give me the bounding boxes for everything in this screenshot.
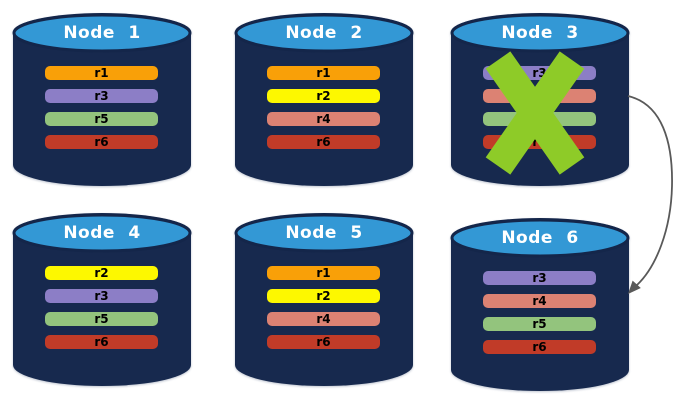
replica-bar: r5 [483, 317, 596, 331]
replica-bar: r5 [483, 112, 596, 126]
node-title: Node 3 [501, 23, 579, 43]
replica-bar: r6 [267, 335, 380, 349]
cylinder-top [234, 213, 414, 253]
replica-bar: r1 [45, 66, 158, 80]
replica-bar: r5 [45, 112, 158, 126]
cylinder-top [450, 13, 630, 53]
replica-bar: r2 [267, 289, 380, 303]
replica-bar: r6 [45, 135, 158, 149]
replica-bar: r1 [267, 66, 380, 80]
node-6: Node 6 r3 r4 r5 r6 [449, 217, 631, 393]
cylinder-top [12, 213, 192, 253]
replica-bar: r6 [483, 340, 596, 354]
cylinder-top [12, 13, 192, 53]
replica-bar: r3 [45, 89, 158, 103]
replica-bar: r3 [483, 66, 596, 80]
node-2: Node 2 r1 r2 r4 r6 [233, 12, 415, 188]
node-title: Node 2 [285, 23, 363, 43]
node-3: Node 3 r3 r4 r5 r6 [449, 12, 631, 188]
replica-bar: r2 [267, 89, 380, 103]
node-5: Node 5 r1 r2 r4 r6 [233, 212, 415, 388]
replica-bar: r1 [267, 266, 380, 280]
node-title: Node 4 [63, 223, 141, 243]
node-title: Node 6 [501, 228, 579, 248]
replica-bar: r4 [483, 89, 596, 103]
node-1: Node 1 r1 r3 r5 r6 [11, 12, 193, 188]
node-title: Node 5 [285, 223, 363, 243]
replica-bar: r6 [483, 135, 596, 149]
replica-bar: r2 [45, 266, 158, 280]
replica-bar: r6 [267, 135, 380, 149]
replica-bar: r6 [45, 335, 158, 349]
replica-bar: r3 [483, 271, 596, 285]
replica-bar: r5 [45, 312, 158, 326]
failover-arrow-curve [627, 95, 673, 286]
replica-bar: r4 [267, 312, 380, 326]
replica-bar: r4 [267, 112, 380, 126]
cylinder-top [234, 13, 414, 53]
node-title: Node 1 [63, 23, 141, 43]
replica-bar: r3 [45, 289, 158, 303]
node-4: Node 4 r2 r3 r5 r6 [11, 212, 193, 388]
replica-bar: r4 [483, 294, 596, 308]
